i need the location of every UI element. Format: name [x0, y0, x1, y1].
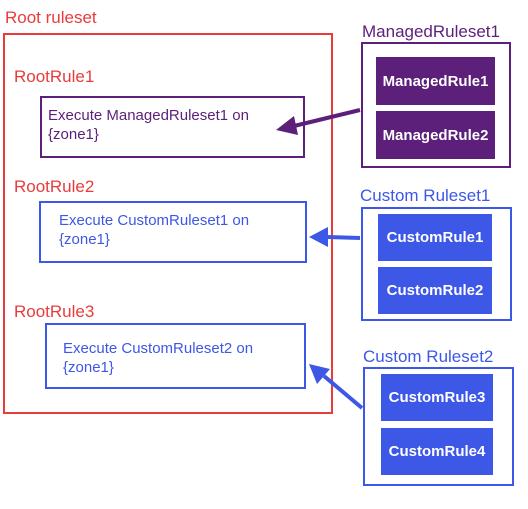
- managed-ruleset-1-box: [361, 42, 511, 168]
- root-rule-3-action-line2: {zone1}: [63, 359, 114, 376]
- root-rule-3-label: RootRule3: [14, 302, 95, 321]
- root-ruleset-title: Root ruleset: [5, 8, 97, 27]
- root-rule-3-action-box: Execute CustomRuleset2 on {zone1}: [45, 323, 306, 389]
- root-rule-1-action-line1: Execute ManagedRuleset1 on: [48, 107, 249, 124]
- custom-rule-2: CustomRule2: [378, 267, 492, 314]
- custom-rule-4: CustomRule4: [381, 428, 493, 475]
- root-rule-1-action-box: Execute ManagedRuleset1 on {zone1}: [40, 96, 305, 158]
- custom-ruleset-1-box: [361, 207, 512, 321]
- custom-rule-1: CustomRule1: [378, 214, 492, 261]
- managed-rule-2: ManagedRule2: [376, 111, 495, 159]
- custom-ruleset-2-title: Custom Ruleset2: [363, 347, 494, 366]
- managed-ruleset-1-title: ManagedRuleset1: [362, 22, 500, 41]
- custom-ruleset-2-box: [363, 367, 514, 486]
- root-rule-2-action-line2: {zone1}: [59, 231, 110, 248]
- managed-rule-1: ManagedRule1: [376, 57, 495, 105]
- arrow-custom-ruleset-2: [309, 364, 364, 410]
- root-rule-3-action-line1: Execute CustomRuleset2 on: [63, 340, 254, 357]
- arrow-managed-ruleset-1: [276, 108, 361, 135]
- root-rule-2-label: RootRule2: [14, 177, 95, 196]
- root-rule-1-label: RootRule1: [14, 67, 95, 86]
- root-rule-2-action-box: Execute CustomRuleset1 on {zone1}: [39, 201, 307, 263]
- root-ruleset-box: [3, 33, 333, 414]
- custom-rule-3: CustomRule3: [381, 374, 493, 421]
- root-rule-2-action-line1: Execute CustomRuleset1 on: [59, 212, 250, 229]
- root-rule-1-action-line2: {zone1}: [48, 126, 99, 143]
- arrow-custom-ruleset-1: [309, 227, 361, 247]
- custom-ruleset-1-title: Custom Ruleset1: [360, 186, 491, 205]
